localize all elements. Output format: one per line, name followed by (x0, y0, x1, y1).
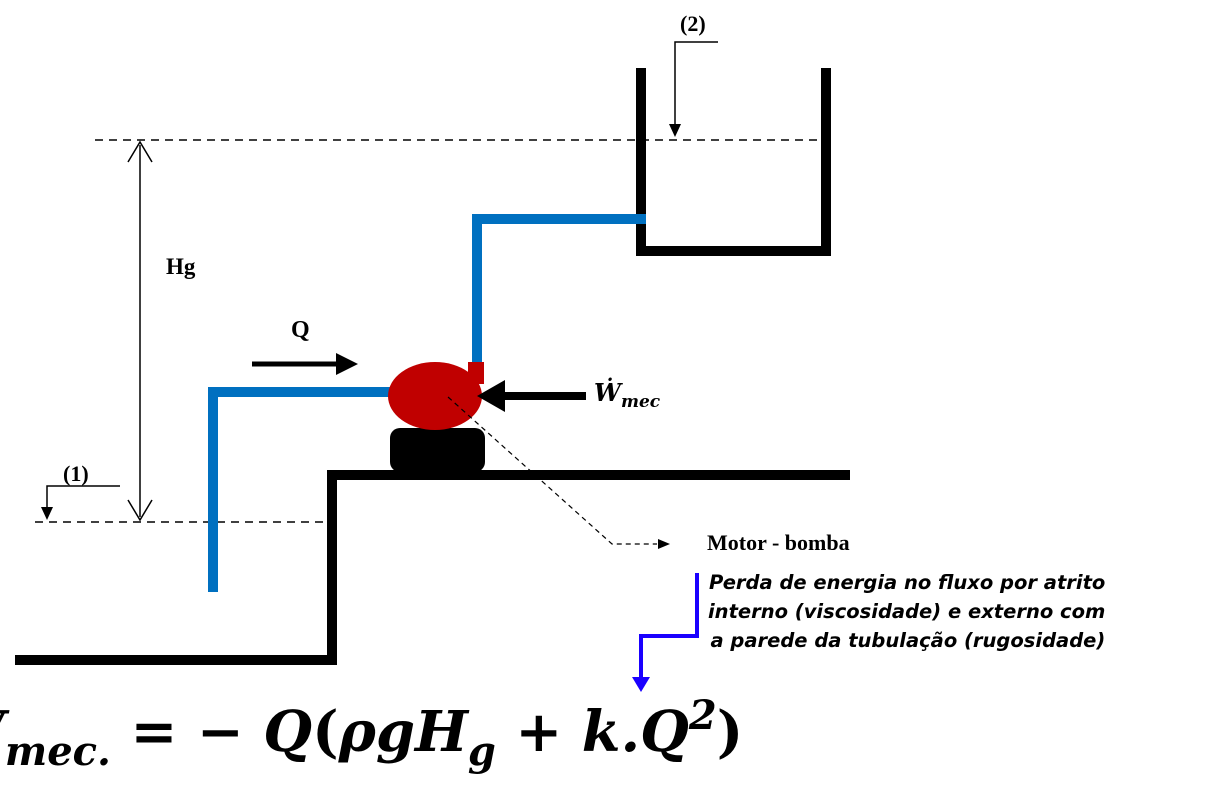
motor-pump-leader (447, 396, 657, 545)
eq-h-sub: g (467, 728, 496, 775)
eq-q: Q (263, 699, 313, 765)
point1-leader (46, 485, 120, 516)
pump-body (388, 362, 482, 430)
eq-rho-g-h: ρgH (338, 699, 468, 765)
flow-label: Q (291, 317, 310, 343)
point2-label: (2) (680, 11, 706, 36)
note-arrow-head (632, 677, 650, 692)
eq-q2-sup: 2 (688, 692, 717, 739)
point1-arrowhead (41, 507, 53, 520)
motor-base (390, 428, 485, 472)
energy-loss-note: Perda de energia no fluxo por atrito int… (708, 568, 1105, 655)
point2-arrowhead (669, 124, 681, 137)
note-line-3: a parede da tubulação (rugosidade) (710, 629, 1106, 652)
power-equation: Wmec. = − Q(ρgHg + k.Q2) (0, 692, 743, 775)
eq-equals-minus: = − (110, 699, 264, 765)
eq-plus-k: + k. (495, 699, 641, 765)
point1-label: (1) (63, 461, 89, 486)
eq-open-paren: ( (312, 699, 339, 765)
discharge-pipe (472, 214, 646, 365)
pump-outlet (468, 362, 484, 384)
suction-pipe (208, 387, 392, 592)
eq-close-paren: ) (716, 699, 744, 765)
power-arrow-head (477, 380, 505, 412)
point2-leader (674, 41, 718, 135)
eq-q2: Q (640, 699, 689, 765)
power-symbol: Ẇ (594, 378, 621, 407)
hg-label: Hg (166, 254, 196, 279)
motor-pump-label: Motor - bomba (707, 530, 850, 555)
note-line-1: Perda de energia no fluxo por atrito (708, 571, 1106, 594)
eq-lhs-sub: mec. (4, 728, 111, 775)
hg-arrow-top (127, 140, 153, 163)
note-arrow-line (639, 573, 699, 680)
ground-line (15, 470, 850, 665)
upper-tank (636, 68, 831, 256)
power-subscript: mec (620, 392, 661, 412)
flow-arrow-head (336, 353, 358, 375)
motor-pump-arrowhead (658, 539, 670, 549)
eq-lhs-base: W (0, 699, 5, 765)
mechanical-power-label: Ẇmec (594, 378, 660, 412)
note-line-2: interno (viscosidade) e externo com (708, 600, 1106, 623)
hg-arrow-bottom (127, 499, 153, 522)
